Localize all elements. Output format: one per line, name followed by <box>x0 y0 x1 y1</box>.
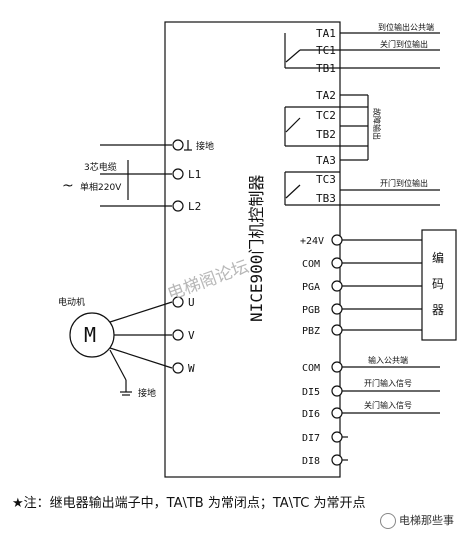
encoder-box <box>421 229 457 341</box>
label-di6: DI6 <box>302 409 320 420</box>
note-fault: 故障输出 <box>372 108 382 140</box>
label-com-in: COM <box>302 363 320 374</box>
label-tb1: TB1 <box>316 62 336 75</box>
encoder-char-1: 编 <box>432 250 444 265</box>
label-l1: L1 <box>188 168 201 181</box>
label-ta1: TA1 <box>316 27 336 40</box>
encoder-char-2: 码 <box>432 277 444 291</box>
label-cable: 3芯电缆 <box>84 161 117 173</box>
label-tb2: TB2 <box>316 128 336 141</box>
terminal-pga-circle <box>331 280 343 292</box>
controller-box <box>164 21 341 478</box>
terminal-l2-circle <box>172 200 184 212</box>
terminal-v-circle <box>172 329 184 341</box>
terminal-l1-circle <box>172 168 184 180</box>
label-pbz: PBZ <box>302 326 320 337</box>
terminal-24v-circle <box>331 234 343 246</box>
motor-m: M <box>84 323 96 347</box>
terminal-gnd-circle <box>172 139 184 151</box>
star-icon: ★ <box>12 496 24 511</box>
label-24v: +24V <box>300 236 324 247</box>
brand-mark: 电梯那些事 <box>380 512 464 532</box>
label-di8: DI8 <box>302 456 320 467</box>
label-pga: PGA <box>302 282 320 293</box>
note-open: 开门到位输出 <box>380 178 428 188</box>
label-com-enc: COM <box>302 259 320 270</box>
terminal-w-circle <box>172 362 184 374</box>
label-ta2: TA2 <box>316 89 336 102</box>
footer-note: ★注：继电器输出端子中，TA\TB 为常闭点；TA\TC 为常开点 <box>12 492 432 511</box>
encoder-char-3: 器 <box>432 303 444 317</box>
label-single-phase: 单相220V <box>80 181 122 193</box>
controller-label: NICE900门机控制器 <box>247 175 266 322</box>
terminal-com-enc-circle <box>331 257 343 269</box>
footer-note-text: 注：继电器输出端子中，TA\TB 为常闭点；TA\TC 为常开点 <box>23 496 366 511</box>
label-pgb: PGB <box>302 305 320 316</box>
label-tb3: TB3 <box>316 192 336 205</box>
label-motor: 电动机 <box>58 296 85 308</box>
terminal-pbz-circle <box>331 324 343 336</box>
terminal-u-circle <box>172 296 184 308</box>
note-input-close: 关门输入信号 <box>364 400 412 410</box>
label-tc3: TC3 <box>316 173 336 186</box>
label-l2: L2 <box>188 200 201 213</box>
label-ta3: TA3 <box>316 154 336 167</box>
terminal-di7-circle <box>331 431 343 443</box>
label-ground: 接地 <box>196 140 214 152</box>
note-input-common: 输入公共端 <box>368 355 408 365</box>
note-common: 到位输出公共端 <box>378 22 434 32</box>
terminal-di5-circle <box>331 385 343 397</box>
label-di7: DI7 <box>302 433 320 444</box>
forum-watermark: 电梯阁论坛 <box>165 257 252 305</box>
terminal-com-in-circle <box>331 361 343 373</box>
terminal-di6-circle <box>331 407 343 419</box>
note-close: 关门到位输出 <box>380 39 428 49</box>
label-tilde: ~ <box>62 178 74 194</box>
label-di5: DI5 <box>302 387 320 398</box>
label-motor-ground: 接地 <box>138 387 156 399</box>
label-u: U <box>188 296 195 309</box>
label-w: W <box>188 362 195 375</box>
note-input-open: 开门输入信号 <box>364 378 412 388</box>
label-tc1: TC1 <box>316 44 336 57</box>
label-tc2: TC2 <box>316 109 336 122</box>
terminal-pgb-circle <box>331 303 343 315</box>
brand-text: 电梯那些事 <box>399 514 454 527</box>
brand-logo-icon <box>380 513 396 529</box>
label-v: V <box>188 329 195 342</box>
terminal-di8-circle <box>331 454 343 466</box>
